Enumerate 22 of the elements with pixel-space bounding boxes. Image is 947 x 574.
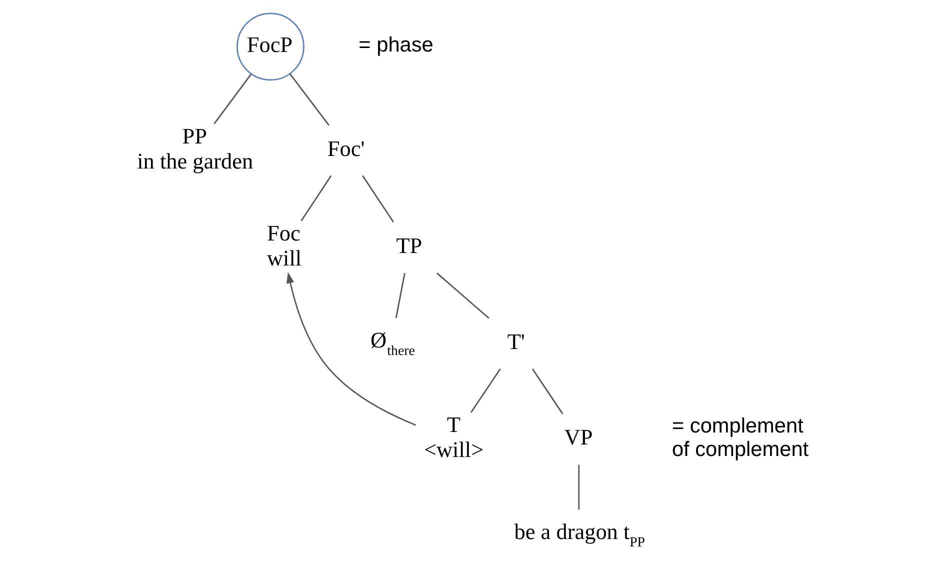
node-text: Foc': [326, 136, 364, 161]
connector: [531, 368, 563, 414]
node-text: Foc will: [266, 220, 302, 270]
node-text: be a dragon t$_{PP}$: [514, 519, 645, 551]
node-text: TP: [396, 232, 422, 258]
connector: [213, 74, 252, 124]
node-label: = complement of complement: [671, 414, 808, 462]
connector: [578, 464, 580, 510]
node-circle: FocP: [236, 12, 304, 81]
connector: [436, 272, 489, 319]
node-text: PP in the garden: [136, 123, 253, 174]
connector: [288, 73, 329, 126]
connector: [394, 272, 405, 318]
node-text: T': [506, 328, 524, 354]
arrow: [286, 272, 416, 426]
connector: [470, 368, 500, 413]
connector: [362, 175, 394, 223]
node-label: = phase: [358, 34, 433, 57]
connector: [300, 175, 332, 222]
node-text: VP: [564, 424, 592, 450]
node-text: T <will>: [423, 412, 484, 462]
node-text: Ø$_{there}$: [370, 327, 414, 359]
